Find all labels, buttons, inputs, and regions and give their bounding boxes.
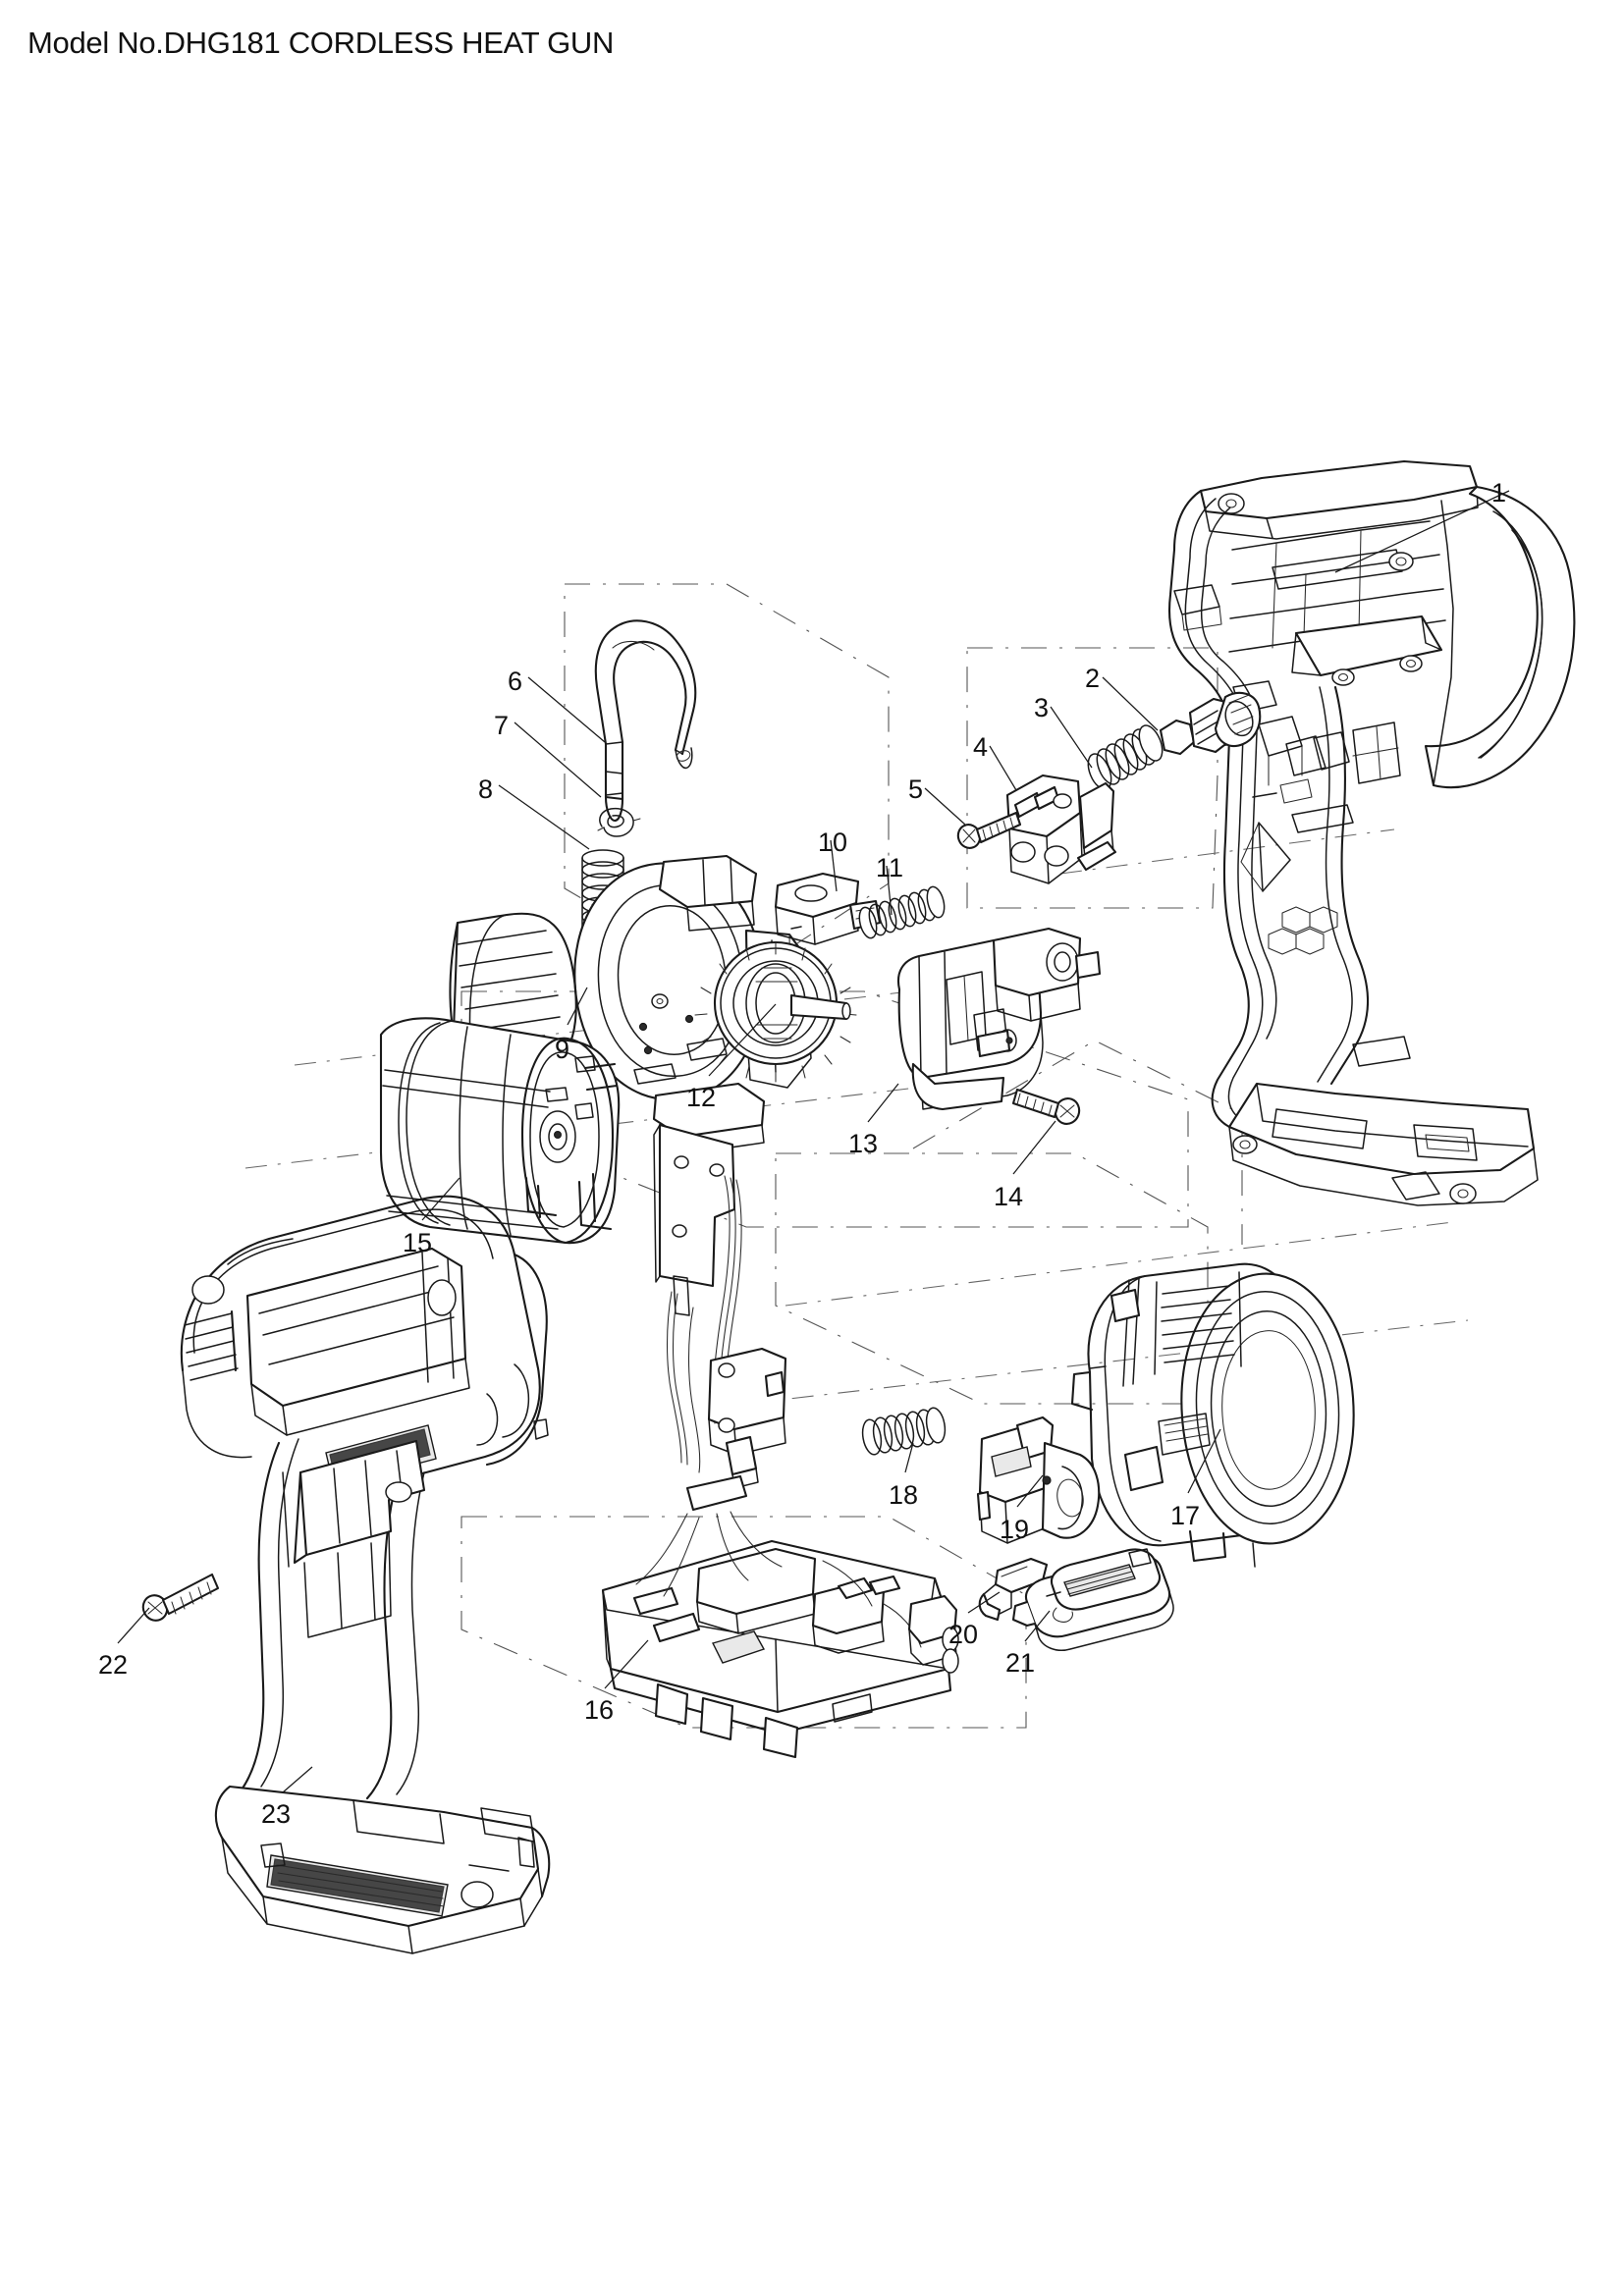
part-label-16: 16 xyxy=(584,1695,615,1725)
part-label-19: 19 xyxy=(1000,1515,1030,1544)
part-cord-clamp xyxy=(976,1415,1101,1544)
part-label-4: 4 xyxy=(973,732,989,762)
page-title: Model No.DHG181 CORDLESS HEAT GUN xyxy=(27,26,615,60)
part-outlet-nozzle-ring xyxy=(1070,1262,1355,1568)
part-retaining-e-ring xyxy=(597,807,641,837)
part-label-6: 6 xyxy=(508,667,523,696)
part-tapping-screw-14 xyxy=(1011,1088,1081,1125)
part-label-7: 7 xyxy=(494,711,510,740)
part-compression-spring-11 xyxy=(858,885,946,939)
part-hook-bail-handle xyxy=(594,619,697,823)
part-belt-clip-base xyxy=(1011,1548,1174,1651)
part-housing-left-half xyxy=(180,1195,551,1954)
part-switch-holder-housing xyxy=(897,927,1102,1111)
part-adjust-knob-shaft xyxy=(1159,691,1262,756)
part-clip-spring-plate xyxy=(978,1557,1049,1622)
part-label-13: 13 xyxy=(848,1129,879,1158)
part-tapping-screw-5 xyxy=(956,811,1022,849)
part-switch-bracket-block xyxy=(1005,774,1117,884)
part-compression-spring-3 xyxy=(1087,724,1164,790)
part-label-3: 3 xyxy=(1034,693,1050,722)
part-compression-spring-18 xyxy=(861,1407,947,1456)
part-label-14: 14 xyxy=(994,1182,1024,1211)
part-label-22: 22 xyxy=(98,1650,129,1680)
part-housing-right-half xyxy=(1167,459,1576,1206)
part-label-11: 11 xyxy=(876,853,904,882)
part-label-15: 15 xyxy=(403,1228,433,1257)
part-label-20: 20 xyxy=(948,1620,979,1649)
part-motor-shroud-cylinder xyxy=(379,1017,621,1245)
part-label-21: 21 xyxy=(1005,1648,1036,1678)
part-label-9: 9 xyxy=(555,1035,570,1064)
part-label-18: 18 xyxy=(889,1480,919,1510)
part-label-1: 1 xyxy=(1491,478,1507,507)
part-label-23: 23 xyxy=(261,1799,292,1829)
part-controller-terminal-plate xyxy=(601,1123,959,1759)
part-adjust-dial-wheel xyxy=(694,940,857,1083)
part-label-17: 17 xyxy=(1170,1501,1201,1530)
part-label-5: 5 xyxy=(908,774,924,804)
assembly-group-boundaries xyxy=(460,583,1243,1729)
part-label-12: 12 xyxy=(686,1083,717,1112)
part-label-10: 10 xyxy=(818,828,848,857)
part-tapping-screw-22 xyxy=(141,1573,220,1622)
part-label-2: 2 xyxy=(1085,664,1101,693)
leader-lines xyxy=(117,490,1510,1793)
part-label-8: 8 xyxy=(478,774,494,804)
